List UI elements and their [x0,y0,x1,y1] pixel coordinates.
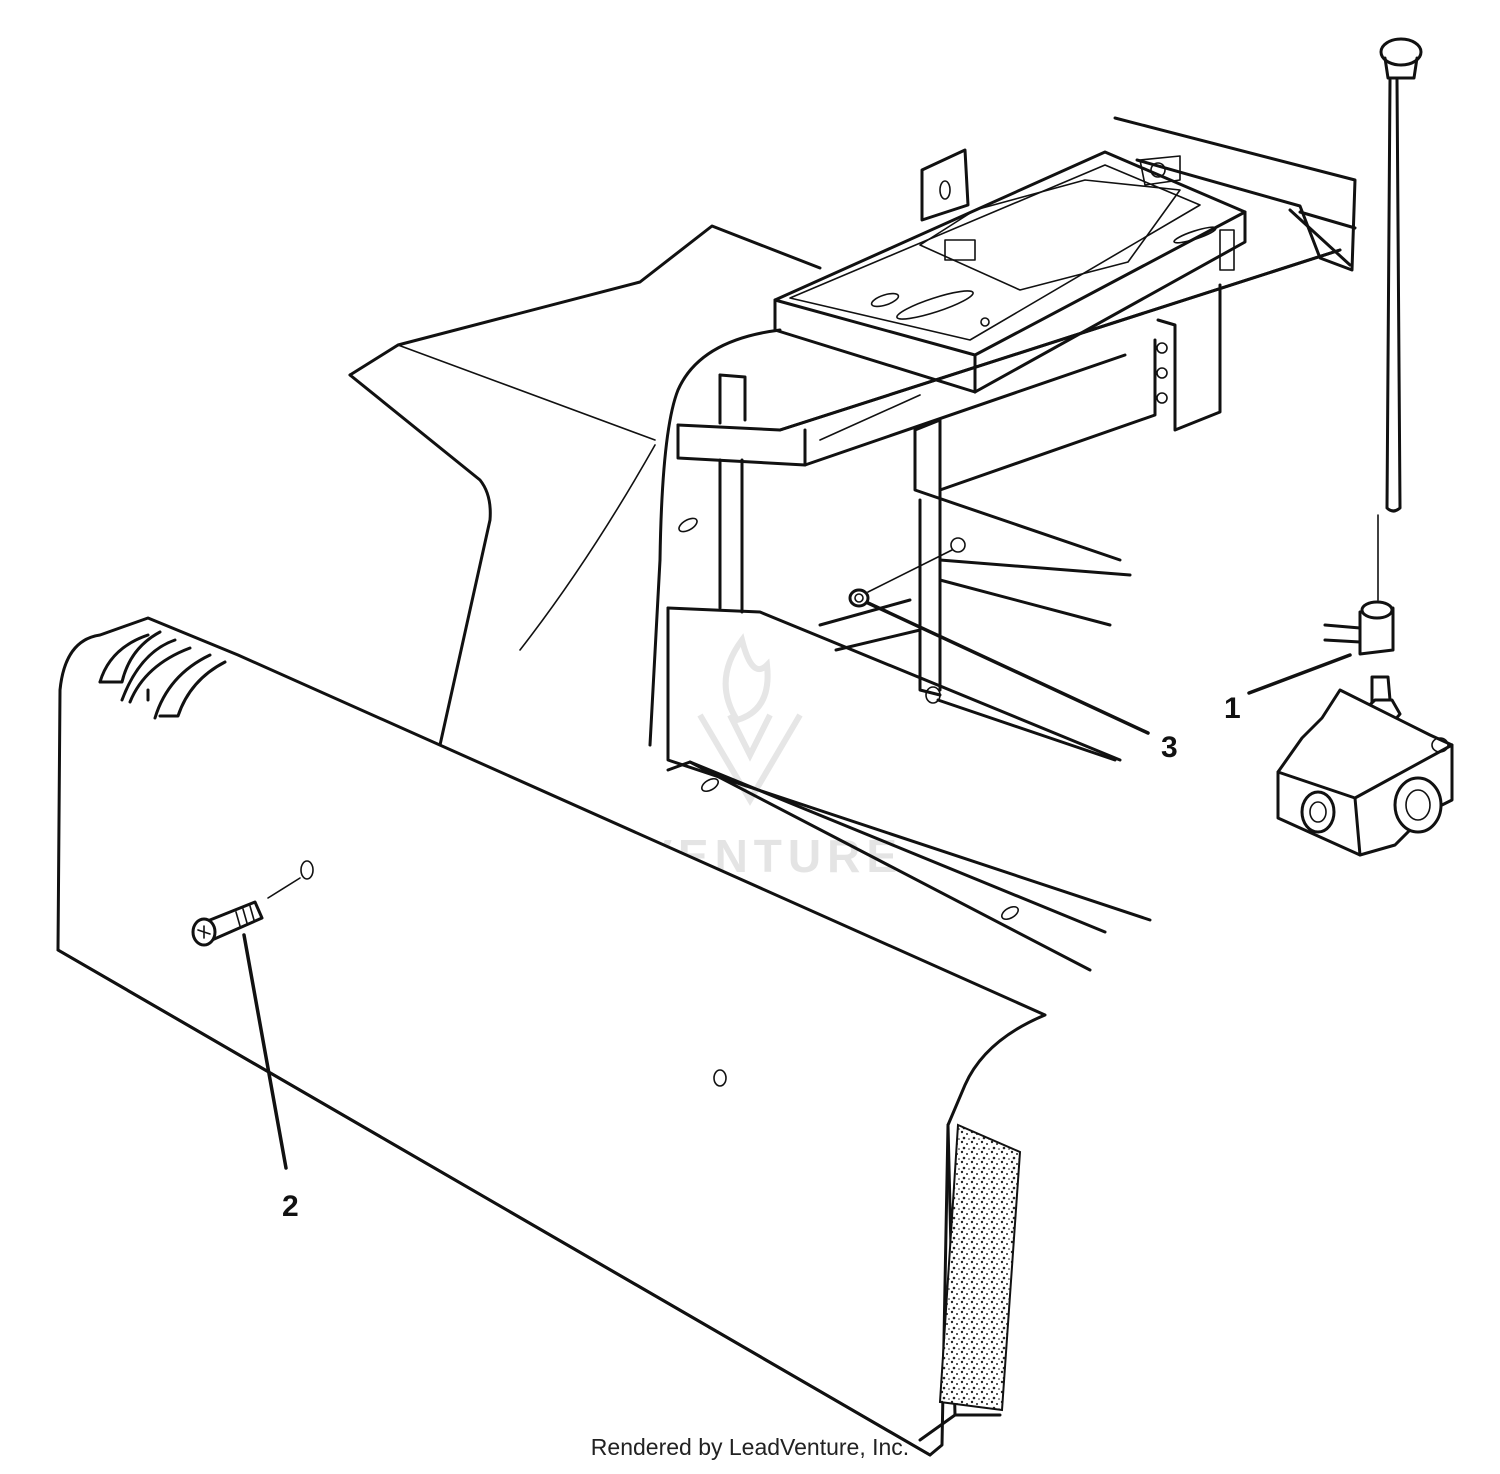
render-credit: Rendered by LeadVenture, Inc. [590,1434,910,1460]
callout-3: 3 [1161,731,1178,764]
tractor-frame [666,116,1357,972]
callout-1: 1 [1224,692,1241,725]
fender-shell [348,224,822,747]
front-cover-panel [56,616,1047,1457]
valve-assembly-part-1 [1276,37,1454,857]
screw-part-2 [191,877,301,947]
leader-line-1 [1247,653,1352,695]
leader-line-3 [866,601,1150,735]
leader-line-2 [242,933,288,1170]
callout-2: 2 [282,1190,299,1223]
